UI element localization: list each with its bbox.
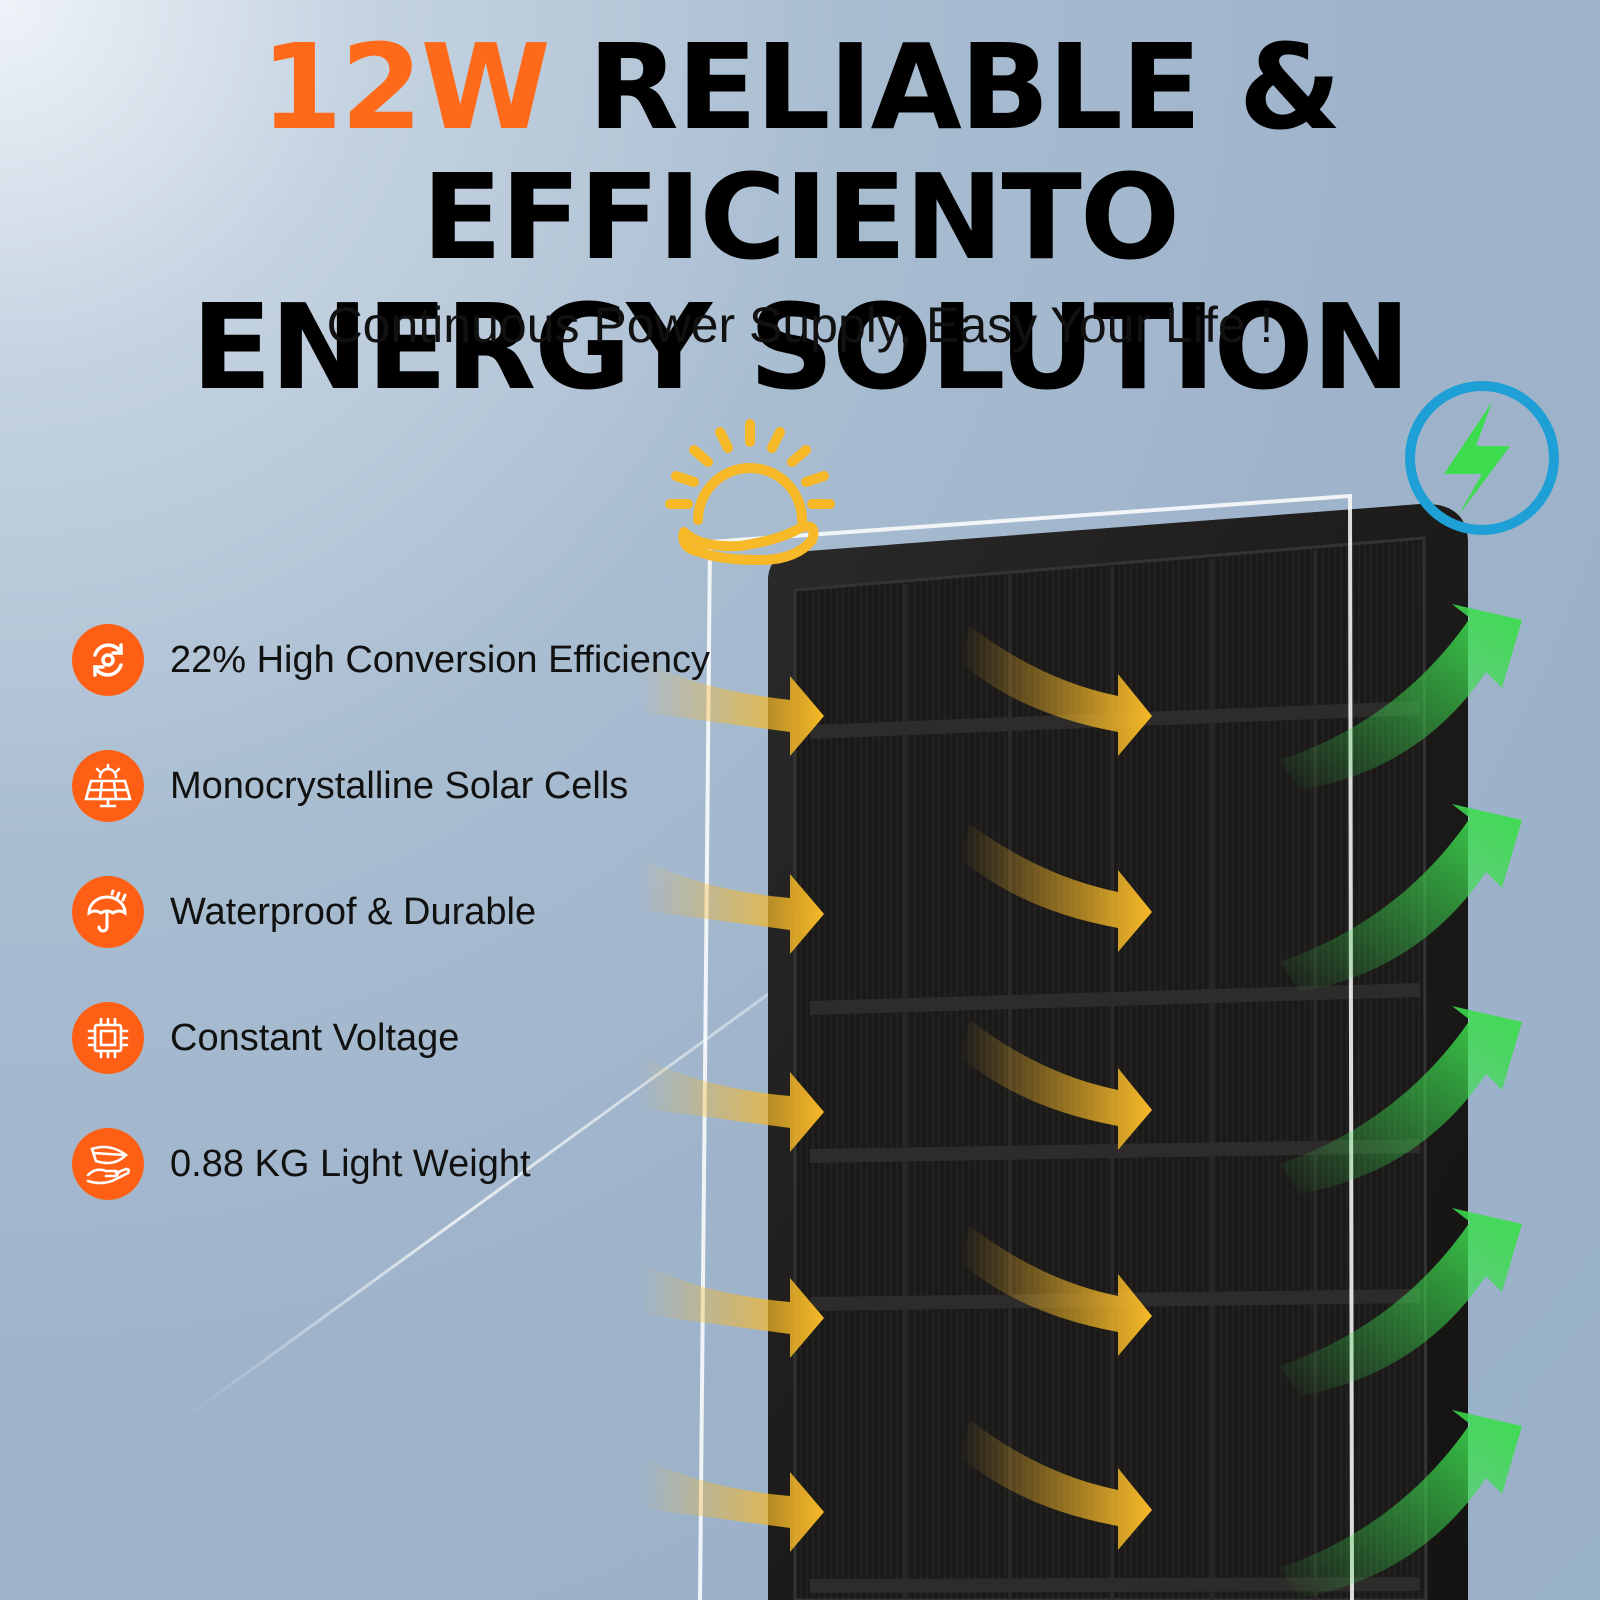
solar-panel-icon [72, 750, 144, 822]
energy-arrow-icon [1280, 1410, 1522, 1598]
feature-label: Constant Voltage [170, 1016, 460, 1059]
sunlight-arrow-icon [640, 1226, 1152, 1358]
feature-item: 22% High Conversion Efficiency [72, 624, 772, 696]
feature-label: Monocrystalline Solar Cells [170, 764, 629, 807]
energy-arrows [1280, 604, 1522, 1598]
feature-item: Constant Voltage [72, 1002, 772, 1074]
subtitle: Continuous Power Supply, Easy Your Life … [326, 297, 1274, 353]
sun-hand-icon [665, 419, 835, 566]
energy-arrow-icon [1280, 804, 1522, 992]
page-title: 12W RELIABLE & EFFICIENTO ENERGY SOLUTIO… [0, 22, 1600, 412]
headline-line-2: ENERGY SOLUTION [191, 278, 1410, 416]
sunlight-arrows [640, 626, 1152, 1552]
wattage-accent: 12W [260, 18, 550, 156]
feature-item: Monocrystalline Solar Cells [72, 750, 772, 822]
umbrella-rain-icon [72, 876, 144, 948]
feature-item: Waterproof & Durable [72, 876, 772, 948]
sunlight-arrow-icon [640, 626, 1152, 756]
energy-arrow-icon [1280, 604, 1522, 790]
energy-arrow-icon [1280, 1208, 1522, 1396]
solar-panel [768, 503, 1468, 1600]
feature-item: 0.88 KG Light Weight [72, 1128, 772, 1200]
feature-label: 22% High Conversion Efficiency [170, 638, 711, 681]
sunlight-arrow-icon [640, 1020, 1152, 1152]
chip-icon [72, 1002, 144, 1074]
sunlight-arrow-icon [640, 1420, 1152, 1552]
feature-label: 0.88 KG Light Weight [170, 1142, 531, 1185]
conversion-cycle-icon [72, 624, 144, 696]
headline-line-1: RELIABLE & EFFICIENTO [421, 18, 1342, 286]
feature-label: Waterproof & Durable [170, 890, 537, 933]
energy-arrow-icon [1280, 1006, 1522, 1194]
feather-hand-icon [72, 1128, 144, 1200]
sunlight-arrow-icon [640, 824, 1152, 954]
lightning-icon [1405, 381, 1559, 535]
